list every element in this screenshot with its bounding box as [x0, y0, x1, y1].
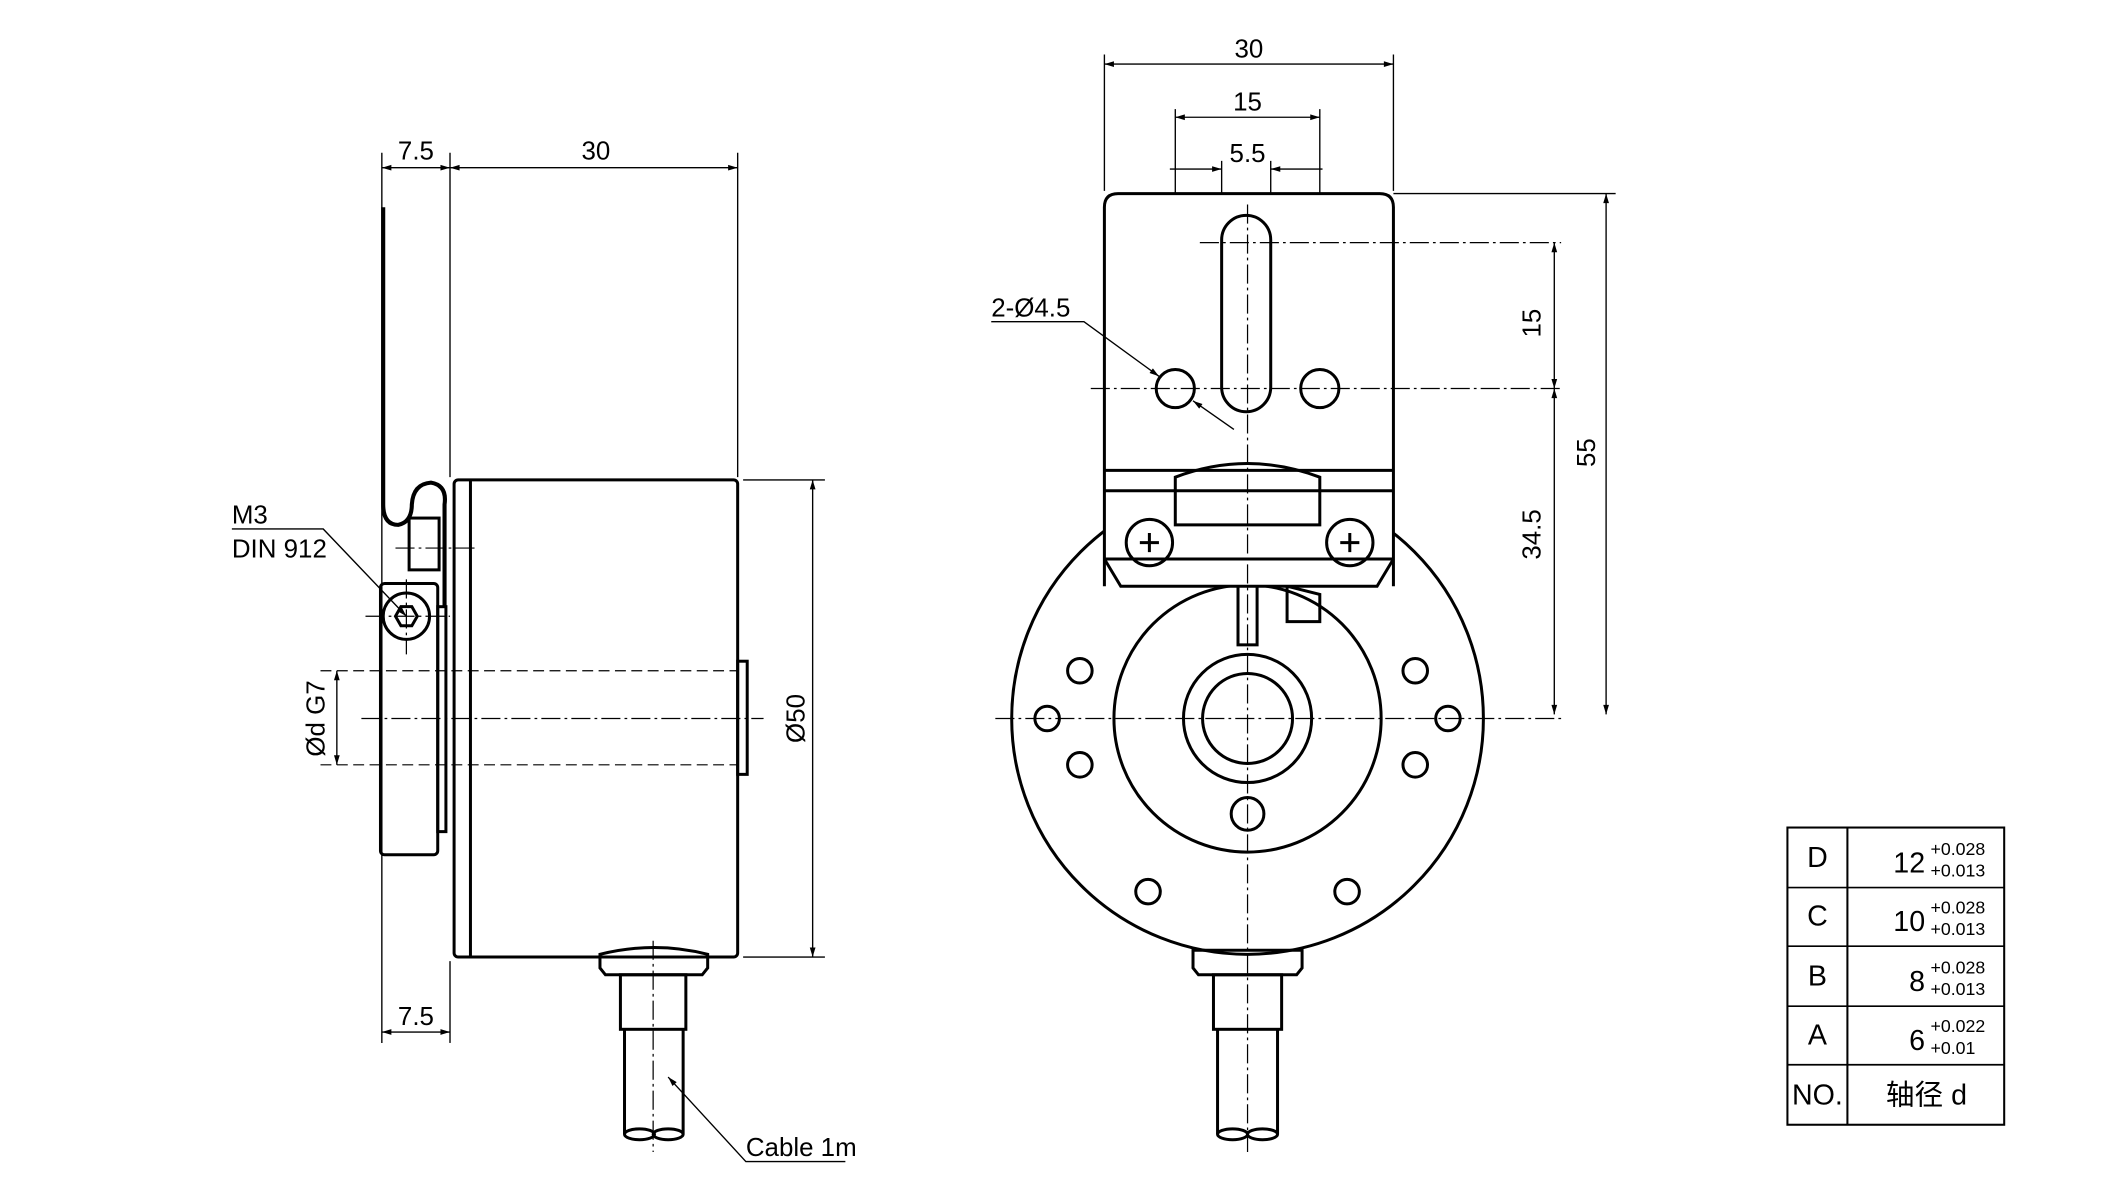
side-view: 7.5 30 Ød G7 Ø50 M3 DIN 912 7.5 Cable 1m [231, 138, 857, 1163]
front-bracket [1102, 192, 1395, 587]
table-row: A 6 +0.022 +0.01 [1808, 1016, 1985, 1058]
header-shaft-diameter: 轴径 d [1886, 1079, 1967, 1111]
header-no: NO. [1792, 1079, 1843, 1111]
dim-total-height: 55 [1573, 438, 1601, 467]
cable [623, 1029, 685, 1135]
screw-label-m3: M3 [232, 502, 268, 530]
cable-label: Cable 1m [746, 1134, 857, 1162]
dim-shaft: Ød G7 [303, 680, 331, 756]
front-view: 30 15 5.5 15 34.5 55 2-Ø4.5 [991, 35, 1616, 1153]
row-upper-tol: +0.022 [1931, 1016, 1986, 1036]
row-no: C [1807, 901, 1828, 933]
row-nominal: 12 [1893, 848, 1925, 880]
screw-label-din: DIN 912 [232, 536, 327, 564]
dim-flange: 7.5 [398, 138, 434, 166]
screw-icon [1325, 517, 1375, 568]
row-no: B [1808, 961, 1827, 993]
row-lower-tol: +0.013 [1931, 861, 1986, 881]
row-upper-tol: +0.028 [1931, 897, 1986, 917]
row-lower-tol: +0.013 [1931, 919, 1986, 939]
dim-slot-length: 15 [1519, 309, 1547, 338]
dim-flange-bottom: 7.5 [398, 1003, 434, 1031]
hole-label: 2-Ø4.5 [991, 294, 1070, 322]
mounting-bracket [381, 207, 447, 607]
table-row: D 12 +0.028 +0.013 [1807, 839, 1985, 881]
dim-width: 30 [1235, 35, 1264, 63]
slot [1220, 213, 1273, 414]
row-nominal: 8 [1909, 966, 1925, 998]
dim-hole-spacing: 15 [1233, 88, 1262, 116]
cable-gland [598, 946, 710, 977]
dim-diameter: Ø50 [782, 694, 810, 743]
dim-length: 30 [581, 138, 610, 166]
row-nominal: 10 [1893, 906, 1925, 938]
row-upper-tol: +0.028 [1931, 957, 1986, 977]
row-lower-tol: +0.01 [1931, 1038, 1976, 1058]
dim-slot: 5.5 [1230, 140, 1266, 168]
dim-center-height: 34.5 [1519, 509, 1547, 559]
row-lower-tol: +0.013 [1931, 979, 1986, 999]
row-no: A [1808, 1019, 1828, 1051]
table-row: B 8 +0.028 +0.013 [1808, 957, 1986, 999]
screw-icon [1124, 517, 1175, 568]
row-nominal: 6 [1909, 1025, 1925, 1057]
row-no: D [1807, 842, 1828, 874]
table-row: C 10 +0.028 +0.013 [1807, 897, 1985, 939]
row-upper-tol: +0.028 [1931, 839, 1986, 859]
shaft-diameter-table: D 12 +0.028 +0.013 C 10 +0.028 +0.013 B … [1786, 826, 2006, 1126]
